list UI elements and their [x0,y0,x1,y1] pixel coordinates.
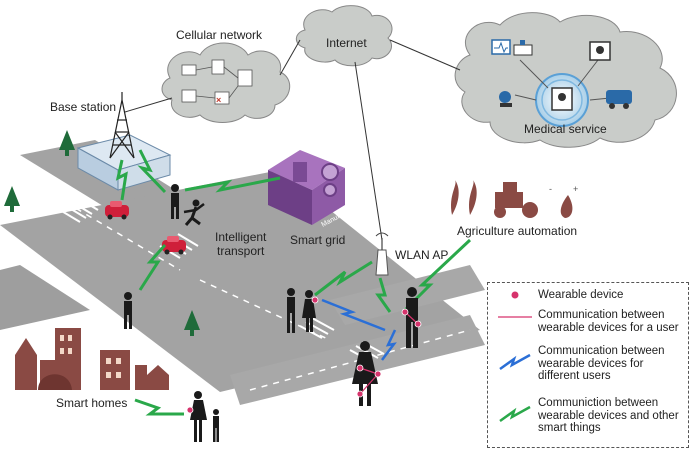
pink-line-icon [498,316,532,318]
legend-label: Wearable device [538,289,624,301]
green-bolt-icon [499,405,531,423]
legend: Wearable device Communication between we… [487,282,689,448]
legend-label: Communication between wearable devices f… [538,345,665,382]
blue-bolt-icon [499,353,531,371]
cars [105,201,186,255]
people [124,184,418,442]
agriculture-icons: - + [451,180,578,218]
svg-text:×: × [216,95,221,105]
legend-item-different-users-link: Communication between wearable devices f… [488,343,688,385]
cellular-network-label: Cellular network [176,28,263,42]
legend-item-smart-things-link: Communiction between wearable devices an… [488,395,688,437]
green-links [115,149,472,416]
medical-service-label: Medical service [524,122,607,136]
smart-grid-factory [268,150,345,225]
blue-links [321,298,397,361]
backhaul-links [124,39,461,241]
wlan-ap-label: WLAN AP [395,248,449,262]
legend-item-same-user-link: Communication between wearable devices f… [488,307,688,335]
base-station-label: Base station [50,100,117,114]
cellular-cloud: × [161,42,290,123]
agriculture-automation-label: Agriculture automation [457,224,578,238]
legend-item-wearable-device: Wearable device [488,287,688,303]
trees [4,130,200,336]
legend-label: Communication between wearable devices f… [538,309,679,334]
wearable-dot-icon [511,291,519,299]
legend-label: Communiction between wearable devices an… [538,397,679,434]
wlan-ap [375,232,389,276]
smart-homes-buildings [15,328,169,390]
internet-cloud [295,5,393,67]
intelligent-transport-label: Intelligent transport [215,230,267,258]
wearable-devices [186,296,422,414]
svg-text:+: + [573,184,578,194]
smart-grid-label: Smart grid [290,233,346,247]
medical-cloud [454,12,677,148]
smart-homes-windows [60,335,121,378]
medical-device-icons [491,39,632,111]
internet-label: Internet [326,36,367,50]
svg-text:-: - [549,184,552,194]
smart-homes-label: Smart homes [56,396,128,410]
